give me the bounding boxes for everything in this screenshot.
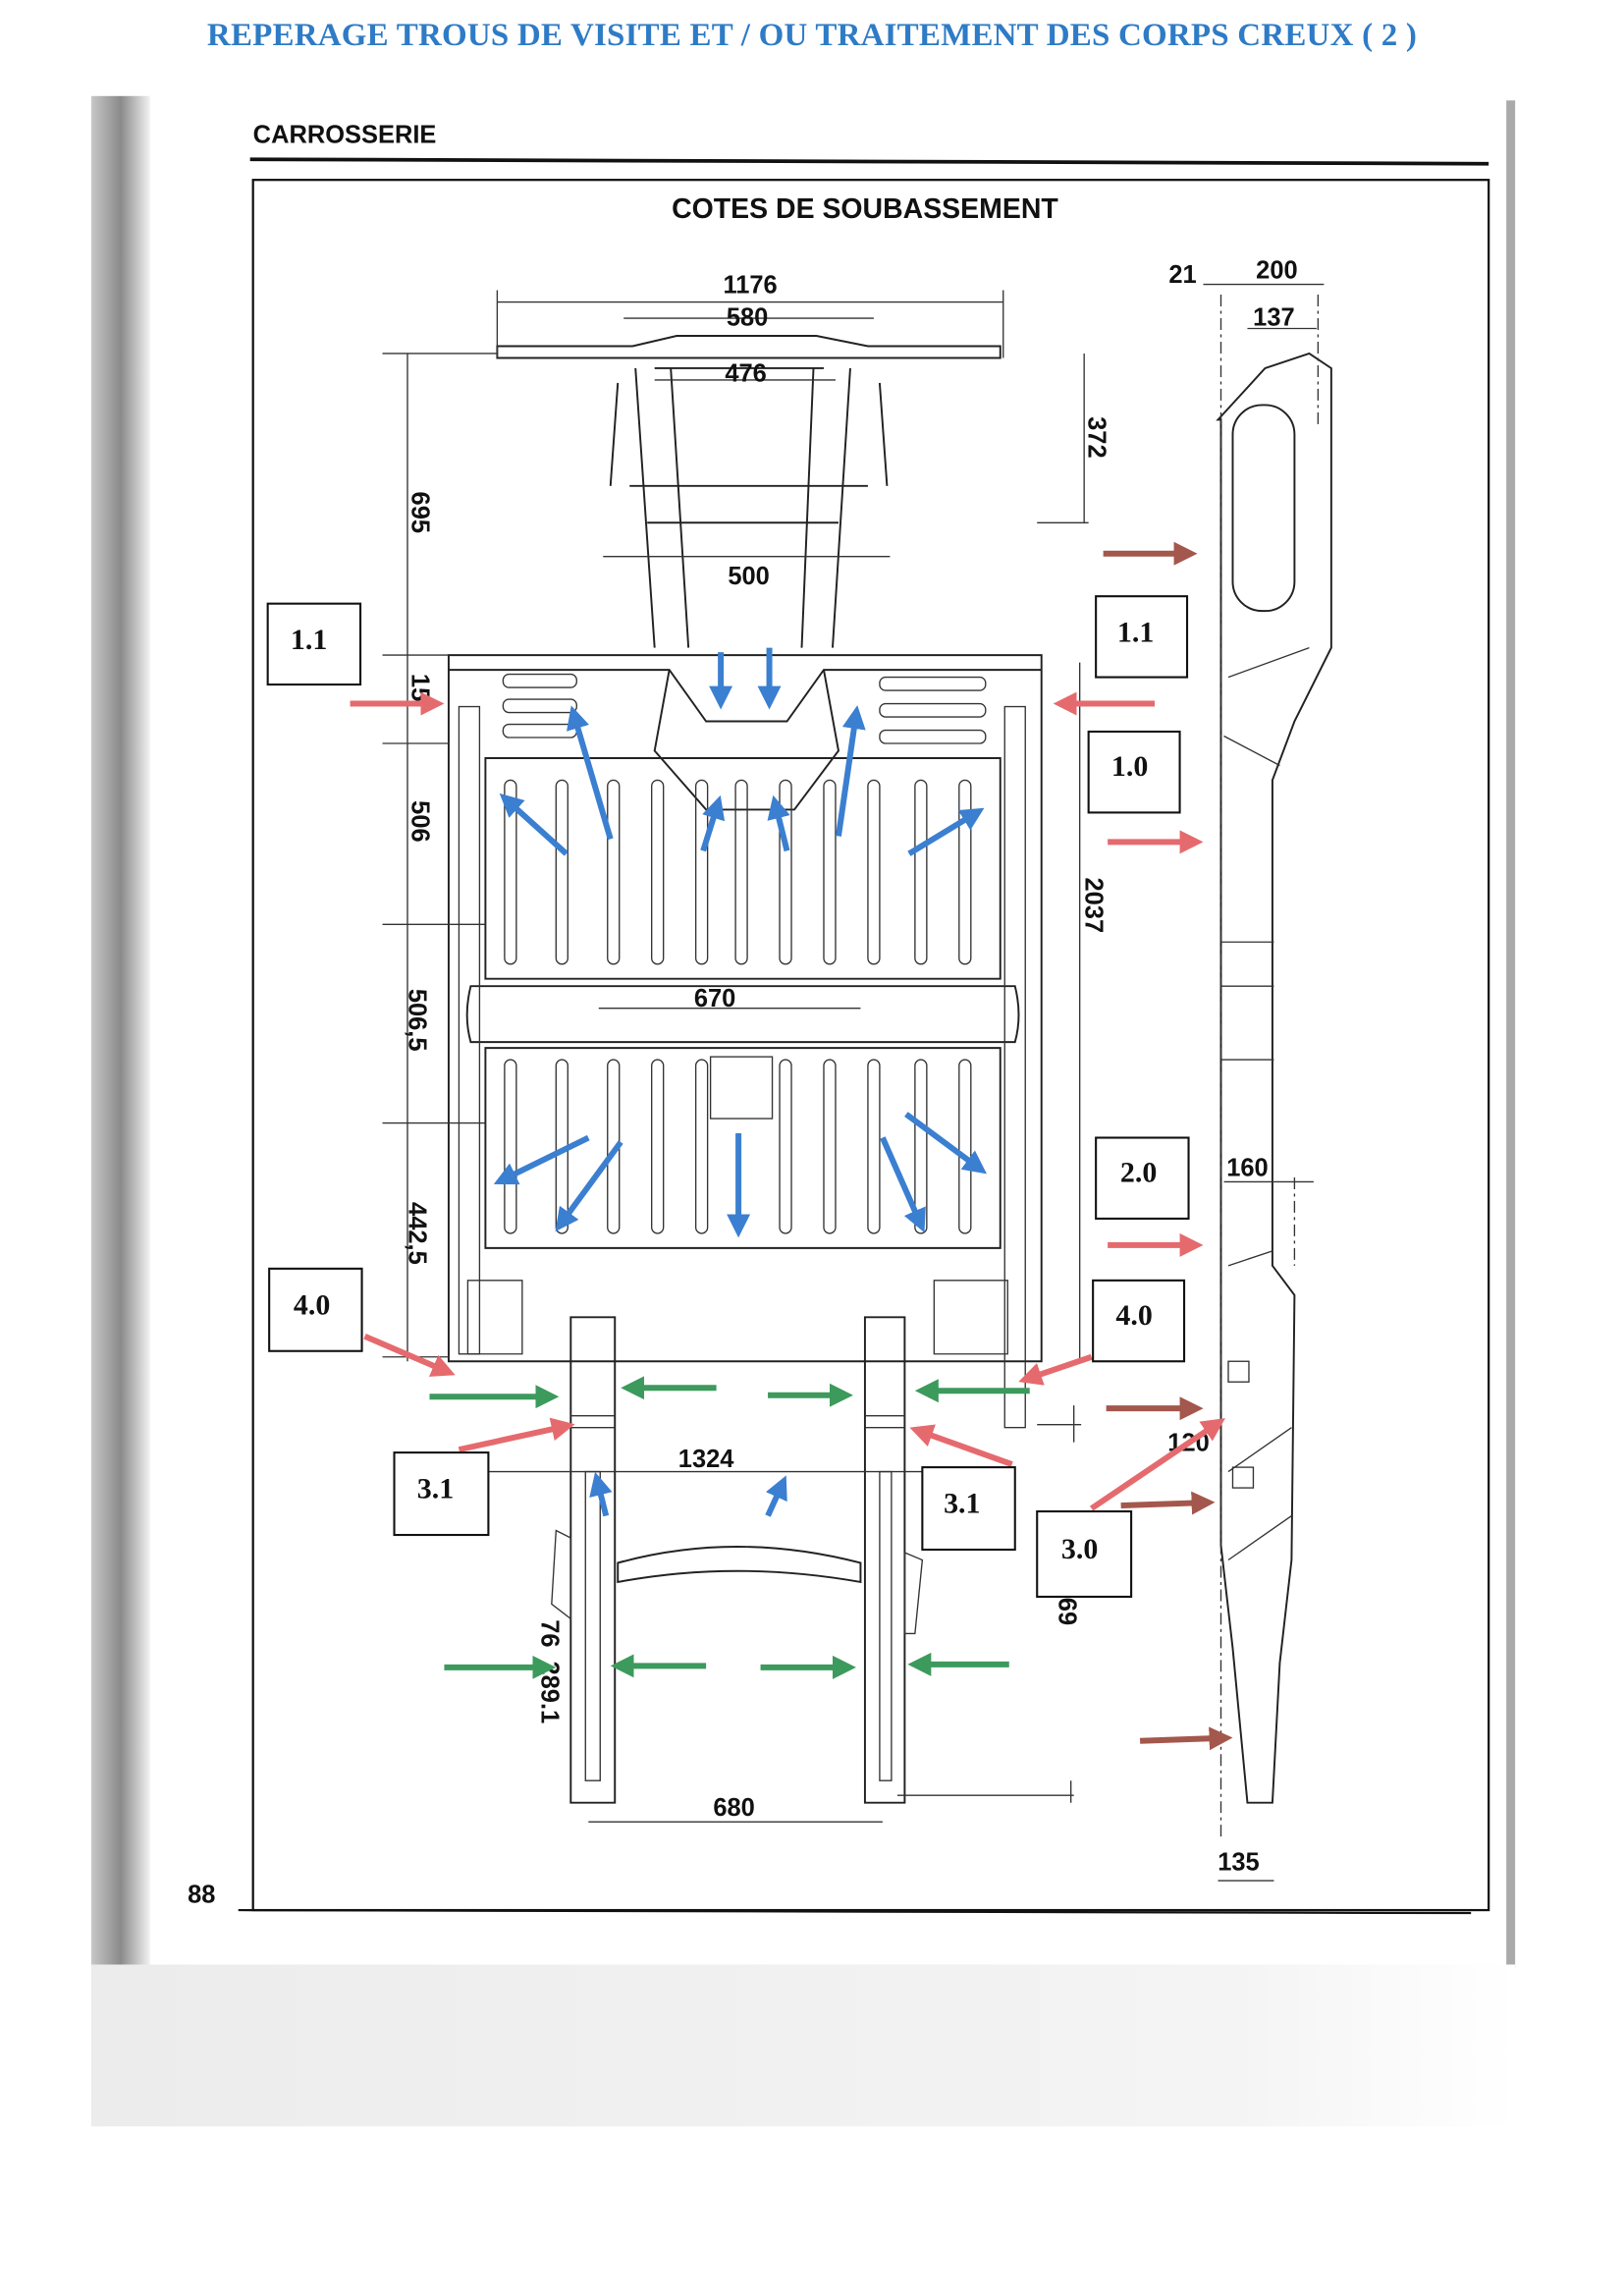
page-number: 88 bbox=[188, 1882, 215, 1909]
scanned-page bbox=[90, 95, 1516, 2127]
zone-label-1-1-left: 1.1 bbox=[266, 602, 362, 686]
scan-bottom-band bbox=[90, 1964, 1516, 2127]
dim-135: 135 bbox=[1218, 1849, 1259, 1877]
blue-arrow bbox=[836, 705, 866, 837]
blue-arrow bbox=[767, 794, 790, 852]
red-arrow bbox=[458, 1417, 575, 1453]
dim-500: 500 bbox=[728, 563, 769, 590]
dim-680: 680 bbox=[713, 1794, 754, 1822]
zone-label-text: 1.0 bbox=[1111, 750, 1148, 783]
page-edge bbox=[1506, 100, 1516, 1969]
blue-arrow bbox=[555, 1140, 623, 1232]
red-arrows bbox=[350, 691, 1225, 1511]
figure-heading: COTES DE SOUBASSEMENT bbox=[672, 193, 1058, 225]
zone-label-text: 3.1 bbox=[944, 1488, 980, 1520]
blue-arrow bbox=[493, 1134, 590, 1185]
dim-2037: 2037 bbox=[1080, 877, 1108, 933]
dim-15: 15 bbox=[406, 674, 433, 701]
zone-label-3-0: 3.0 bbox=[1036, 1510, 1133, 1598]
green-arrows bbox=[429, 1376, 1030, 1679]
document-title: REPERAGE TROUS DE VISITE ET / OU TRAITEM… bbox=[206, 18, 1418, 53]
brown-arrow bbox=[1120, 1491, 1216, 1515]
dim-1324: 1324 bbox=[678, 1446, 734, 1473]
zone-label-3-1-left: 3.1 bbox=[393, 1451, 490, 1537]
red-arrow bbox=[363, 1334, 456, 1377]
zone-label-text: 4.0 bbox=[294, 1288, 330, 1321]
header-rule bbox=[249, 157, 1489, 166]
blue-arrow bbox=[880, 1136, 926, 1233]
chassis-side-view bbox=[1216, 295, 1332, 1840]
zone-label-4-0-right: 4.0 bbox=[1092, 1279, 1186, 1363]
blue-arrows bbox=[493, 647, 988, 1517]
dim-506-5: 506,5 bbox=[403, 989, 430, 1052]
zone-label-1-1-right: 1.1 bbox=[1095, 595, 1189, 679]
dim-476: 476 bbox=[725, 359, 766, 387]
red-arrow bbox=[909, 1424, 1013, 1467]
dim-289-1: 289.1 bbox=[535, 1661, 563, 1723]
dimension-labels: 1176 580 476 372 695 500 15 506 2037 506… bbox=[403, 257, 1297, 1877]
blue-arrow bbox=[589, 1471, 613, 1517]
blue-arrow bbox=[907, 807, 985, 856]
blue-arrow bbox=[904, 1112, 988, 1175]
dim-506: 506 bbox=[406, 800, 433, 842]
dim-580: 580 bbox=[727, 304, 768, 332]
page-shadow bbox=[90, 95, 150, 1965]
zone-label-text: 1.1 bbox=[1117, 617, 1154, 649]
dim-160: 160 bbox=[1226, 1154, 1268, 1181]
zone-label-text: 1.1 bbox=[291, 624, 327, 656]
brown-arrows bbox=[1103, 541, 1233, 1751]
chassis-plan-view bbox=[447, 335, 1043, 1804]
zone-label-4-0-left: 4.0 bbox=[268, 1267, 363, 1352]
zone-label-1-0: 1.0 bbox=[1087, 730, 1181, 814]
dim-372: 372 bbox=[1083, 416, 1110, 458]
dim-670: 670 bbox=[694, 985, 735, 1012]
blue-arrow bbox=[567, 705, 614, 841]
zone-label-2-0: 2.0 bbox=[1095, 1136, 1190, 1220]
blue-arrow bbox=[765, 1475, 787, 1517]
dim-76: 76 bbox=[535, 1619, 563, 1647]
zone-label-3-1-right: 3.1 bbox=[921, 1466, 1016, 1552]
dimension-lines bbox=[382, 283, 1325, 1882]
dim-442-5: 442,5 bbox=[403, 1202, 430, 1265]
zone-label-text: 2.0 bbox=[1120, 1156, 1157, 1188]
blue-arrow bbox=[499, 793, 568, 856]
zone-label-text: 4.0 bbox=[1115, 1299, 1152, 1332]
dim-21: 21 bbox=[1168, 261, 1196, 289]
red-arrow bbox=[1018, 1353, 1093, 1386]
dim-695: 695 bbox=[406, 492, 433, 533]
dim-1176: 1176 bbox=[723, 272, 777, 300]
brown-arrow bbox=[1139, 1726, 1233, 1751]
dim-200: 200 bbox=[1256, 257, 1297, 285]
zone-label-text: 3.0 bbox=[1061, 1533, 1098, 1565]
zone-label-text: 3.1 bbox=[417, 1473, 454, 1505]
figure-frame bbox=[251, 179, 1490, 1912]
dim-69: 69 bbox=[1056, 1598, 1083, 1625]
section-header: CARROSSERIE bbox=[253, 122, 437, 149]
red-arrow bbox=[1089, 1418, 1225, 1511]
blue-arrow bbox=[700, 794, 726, 852]
dim-137: 137 bbox=[1253, 304, 1294, 332]
